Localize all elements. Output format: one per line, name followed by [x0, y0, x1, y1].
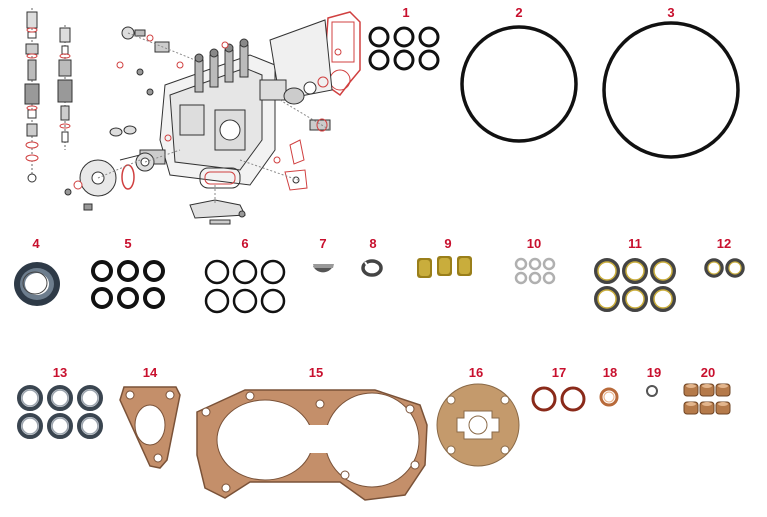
- part-8-lock-washer: [361, 259, 383, 277]
- part-16-round-gasket: [436, 383, 520, 467]
- part-6-o-rings: [204, 259, 286, 314]
- callout-number-14: 14: [142, 365, 158, 380]
- part-10-washers: [514, 257, 556, 285]
- callout-number-13: 13: [52, 365, 68, 380]
- lower-cover: [189, 167, 246, 225]
- part-12-seal-rings: [704, 258, 745, 278]
- callout-number-17: 17: [551, 365, 567, 380]
- callout-number-20: 20: [700, 365, 716, 380]
- callout-number-12: 12: [716, 236, 732, 251]
- callout-number-16: 16: [468, 365, 484, 380]
- part-7-woodruff-key: [313, 264, 334, 273]
- assembly-leader-lines: [97, 32, 331, 205]
- callout-number-2: 2: [515, 5, 523, 20]
- part-18-copper-washer: [599, 387, 619, 407]
- part-19-small-o-ring: [646, 385, 658, 397]
- callout-number-3: 3: [667, 5, 675, 20]
- part-1-o-rings: [368, 26, 440, 71]
- governor-housing: [259, 19, 333, 105]
- injector-stack-right: [57, 25, 73, 150]
- callout-number-9: 9: [444, 236, 452, 251]
- top-fittings: [109, 26, 229, 142]
- callout-number-6: 6: [241, 236, 249, 251]
- part-3-large-ring: [602, 21, 740, 159]
- part-11-seal-rings: [594, 258, 676, 312]
- part-14-triangular-gasket: [119, 386, 181, 469]
- right-side-parts: [273, 118, 331, 191]
- callout-number-15: 15: [308, 365, 324, 380]
- drive-gear: [64, 152, 155, 211]
- callout-number-10: 10: [526, 236, 542, 251]
- part-9-sleeves: [417, 256, 472, 278]
- callout-number-5: 5: [124, 236, 132, 251]
- exploded-pump-drawing: [24, 8, 361, 225]
- callout-number-11: 11: [628, 236, 642, 251]
- pump-body: [119, 38, 276, 186]
- callout-number-19: 19: [646, 365, 662, 380]
- injector-stack-left: [24, 8, 40, 183]
- callout-number-7: 7: [319, 236, 327, 251]
- callout-number-8: 8: [369, 236, 377, 251]
- callout-number-4: 4: [32, 236, 40, 251]
- part-17-copper-rings: [531, 386, 586, 412]
- part-20-bushings: [683, 383, 731, 415]
- callout-number-1: 1: [402, 5, 410, 20]
- part-15-housing-gasket: [196, 389, 428, 501]
- part-2-large-ring: [460, 25, 578, 143]
- part-4-shaft-seal: [14, 262, 60, 306]
- callout-number-18: 18: [602, 365, 618, 380]
- part-13-seal-rings: [17, 385, 103, 439]
- part-5-o-rings: [91, 260, 165, 309]
